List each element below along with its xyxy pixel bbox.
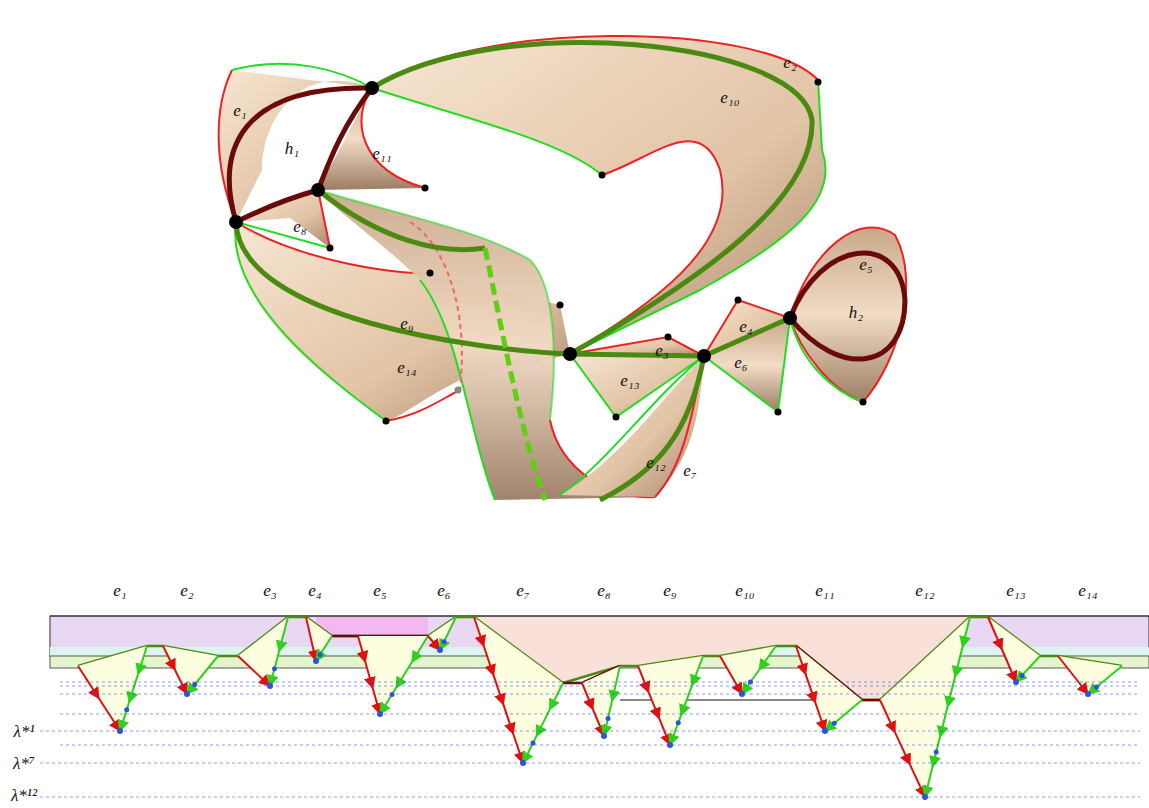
edge-label: e₁ [233, 102, 246, 119]
edge-label: e₁₂ [915, 582, 934, 599]
dashed-levels [40, 682, 1140, 797]
edge-label: e₁₄ [1078, 582, 1097, 599]
edge-label: e₄ [739, 318, 752, 335]
well [428, 617, 456, 653]
edge-label: e₁₁ [372, 145, 391, 162]
edge-label: e₉ [400, 315, 413, 332]
well [582, 666, 620, 739]
well [720, 646, 776, 697]
edge-label: e₈ [597, 582, 610, 599]
well [474, 617, 563, 766]
well [638, 656, 703, 748]
well [358, 636, 428, 717]
edge-label: e₅ [859, 256, 872, 273]
well [1058, 656, 1122, 697]
edge-label: e₄ [308, 582, 321, 599]
edge-label: e₁ [113, 582, 126, 599]
well [78, 646, 147, 734]
edge-label: e₇ [516, 582, 529, 599]
edge-label: e₂ [783, 54, 796, 71]
vertex-dots [229, 79, 867, 425]
level-label: λ*¹² [11, 787, 37, 804]
edge-label: e₁₄ [397, 359, 416, 376]
well [163, 646, 218, 697]
edge-label: e₁₀ [720, 89, 739, 106]
well [988, 617, 1040, 685]
edge-label: h₂ [849, 304, 863, 321]
edge-label: e₈ [293, 218, 306, 235]
well [880, 617, 970, 800]
edge-label: e₁₀ [735, 582, 754, 599]
edge-label: e₅ [373, 582, 386, 599]
edge-label: e₃ [263, 582, 276, 599]
level-label: λ*⁷ [13, 755, 35, 772]
well [306, 617, 332, 664]
edge-label: h₁ [285, 140, 299, 157]
edge-label: e₃ [655, 342, 668, 359]
edge-label: e₁₃ [620, 372, 639, 389]
edge-label: e₁₂ [646, 454, 665, 471]
edge-label: e₆ [437, 582, 450, 599]
edge-label: e₂ [180, 582, 193, 599]
surface [219, 36, 906, 500]
well [796, 646, 862, 734]
edge-label: e₆ [734, 354, 747, 371]
edge-label: e₉ [663, 582, 676, 599]
edge-label: e₁₁ [815, 582, 834, 599]
level-label: λ*¹ [14, 723, 35, 740]
edge-label: e₁₃ [1006, 582, 1025, 599]
descent-wells [78, 617, 1122, 800]
edge-label: e₇ [683, 462, 696, 479]
well [238, 617, 288, 689]
